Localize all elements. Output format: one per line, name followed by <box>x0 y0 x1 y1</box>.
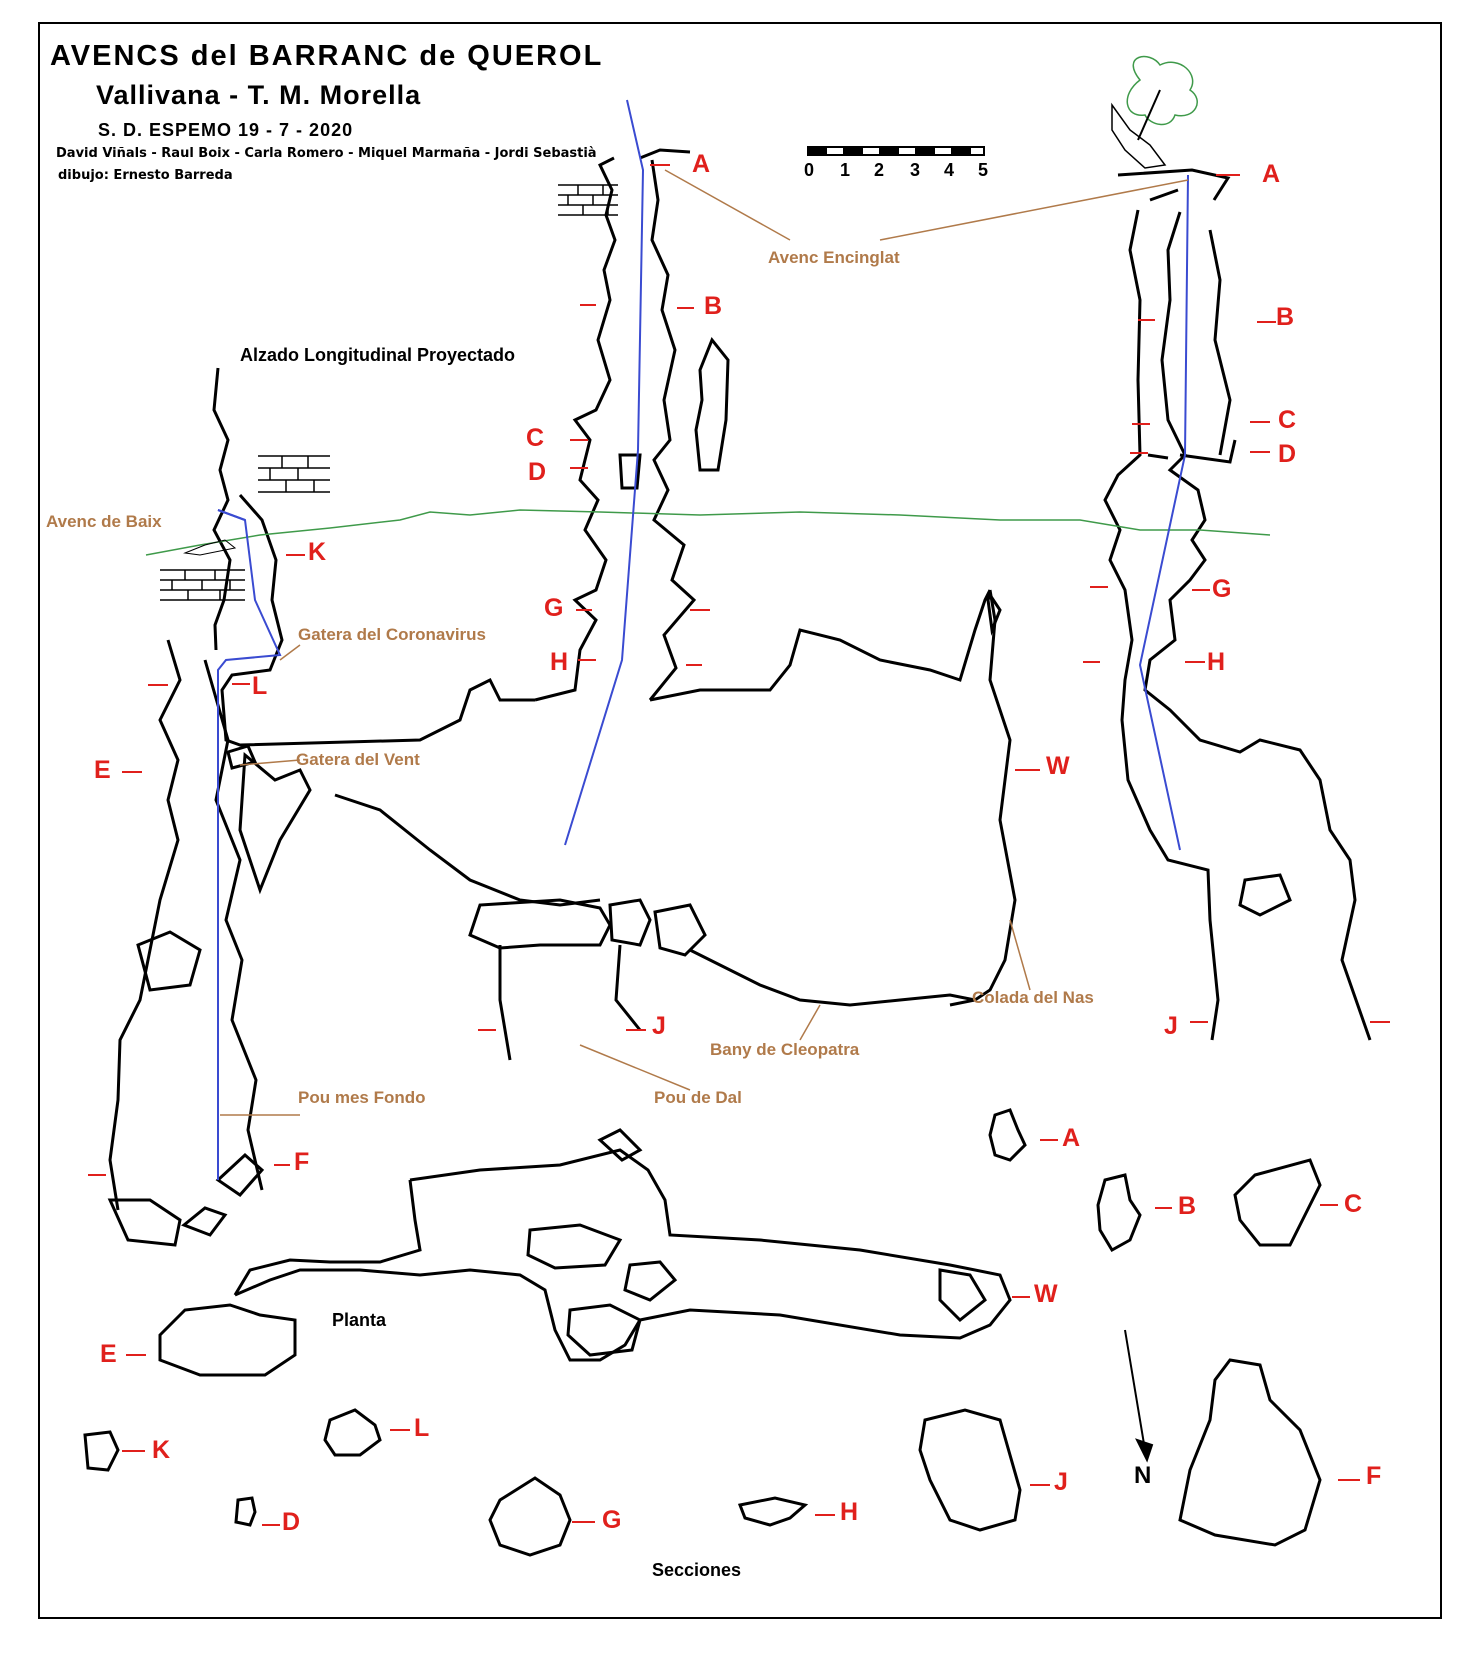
section-f <box>1178 1358 1322 1547</box>
label-e: E <box>94 756 111 784</box>
section-l <box>323 1408 382 1457</box>
label-a: A <box>1262 160 1281 188</box>
label-h: H <box>840 1498 859 1526</box>
label-b: B <box>1178 1192 1197 1220</box>
label-e: E <box>100 1340 117 1368</box>
authors: David Viñals - Raul Boix - Carla Romero … <box>56 146 597 161</box>
label-l: L <box>414 1414 430 1442</box>
place-colada-nas: Colada del Nas <box>972 988 1094 1007</box>
label-w: W <box>1046 752 1070 780</box>
section-a <box>988 1108 1027 1162</box>
place-leaders <box>220 169 1189 1116</box>
section-j <box>918 1408 1022 1532</box>
section-h <box>737 1496 809 1527</box>
label-b: B <box>1276 303 1295 331</box>
section-d <box>234 1496 257 1527</box>
place-pou-de-dal: Pou de Dal <box>654 1088 742 1107</box>
label-h: H <box>1207 648 1226 676</box>
label-l: L <box>252 672 268 700</box>
label-j: J <box>1164 1012 1178 1040</box>
scale-tick-2: 2 <box>874 160 885 180</box>
label-g: G <box>544 594 564 622</box>
label-h: H <box>550 648 569 676</box>
plan-heading: Planta <box>332 1310 387 1330</box>
elevation-heading: Alzado Longitudinal Proyectado <box>240 345 516 365</box>
label-b: B <box>704 292 723 320</box>
label-g: G <box>602 1506 622 1534</box>
baix-elevation-walls <box>107 367 535 1247</box>
rock-outcrop-left <box>183 539 237 556</box>
brick-wall-icons <box>160 184 618 601</box>
sections-heading: Secciones <box>652 1560 742 1580</box>
scale-tick-4: 4 <box>944 160 955 180</box>
label-leaders <box>88 164 1390 1526</box>
label-f: F <box>294 1148 310 1176</box>
tree-icon <box>1126 55 1198 126</box>
right-elevation-walls <box>1103 168 1372 1041</box>
place-bany-cleopatra: Bany de Cleopatra <box>710 1040 860 1059</box>
label-d: D <box>528 458 547 486</box>
map-subtitle: Vallivana - T. M. Morella <box>96 80 422 110</box>
surface-features <box>145 55 1271 556</box>
chamber-walls <box>334 591 1002 1061</box>
place-pou-mes-fondo: Pou mes Fondo <box>298 1088 426 1107</box>
section-g <box>488 1476 572 1557</box>
surface-line <box>145 509 1271 556</box>
sections <box>83 1108 1322 1557</box>
map-title: AVENCS del BARRANC de QUEROL <box>50 40 604 72</box>
scale-bar <box>807 146 985 156</box>
section-c <box>1233 1158 1322 1247</box>
label-a: A <box>1062 1124 1081 1152</box>
north-arrow <box>1124 1329 1154 1463</box>
label-j: J <box>1054 1468 1068 1496</box>
place-avenc-de-baix: Avenc de Baix <box>46 512 162 531</box>
label-d: D <box>1278 440 1297 468</box>
north-label: N <box>1134 1462 1152 1489</box>
label-g: G <box>1212 575 1232 603</box>
rock-outcrop-right <box>1111 102 1167 169</box>
scale-tick-1: 1 <box>840 160 851 180</box>
label-f: F <box>1366 1462 1382 1490</box>
place-gatera-coronavirus: Gatera del Coronavirus <box>298 625 487 644</box>
label-a: A <box>692 150 711 178</box>
map-frame <box>38 22 1442 1619</box>
label-c: C <box>1278 406 1297 434</box>
label-k: K <box>152 1436 171 1464</box>
place-avenc-encinglat: Avenc Encinglat <box>768 248 900 267</box>
drawing-credit: dibujo: Ernesto Barreda <box>58 168 233 183</box>
section-k <box>83 1430 120 1472</box>
scale-tick-5: 5 <box>978 160 989 180</box>
label-d: D <box>282 1508 301 1536</box>
place-gatera-vent: Gatera del Vent <box>296 750 420 769</box>
expedition-info: S. D. ESPEMO 19 - 7 - 2020 <box>98 120 354 140</box>
label-c: C <box>1344 1190 1363 1218</box>
scale-tick-0: 0 <box>804 160 815 180</box>
label-k: K <box>308 538 327 566</box>
label-w: W <box>1034 1280 1058 1308</box>
label-c: C <box>526 424 545 452</box>
scale-tick-3: 3 <box>910 160 921 180</box>
survey-lines <box>217 99 1189 1180</box>
plan-view <box>158 1128 1012 1377</box>
label-j: J <box>652 1012 666 1040</box>
section-b <box>1096 1173 1142 1253</box>
